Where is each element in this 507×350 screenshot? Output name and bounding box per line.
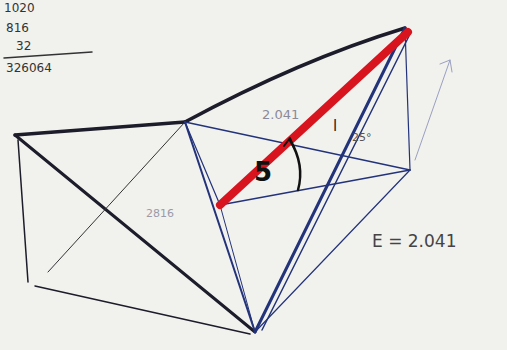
angle-arc bbox=[284, 138, 294, 148]
edge-line bbox=[15, 135, 255, 332]
edge-line bbox=[185, 122, 255, 332]
edge-line bbox=[48, 122, 185, 272]
sum-total: 326064 bbox=[6, 62, 52, 75]
sum-number: 1020 bbox=[4, 2, 35, 15]
edge-line bbox=[405, 28, 410, 170]
edge-line bbox=[185, 28, 405, 122]
edge-line bbox=[18, 140, 28, 282]
edge-line bbox=[35, 286, 250, 334]
edge-line bbox=[255, 170, 410, 332]
length-symbol: l bbox=[333, 118, 337, 135]
faint-arrow bbox=[415, 60, 450, 160]
angle-label: 5 bbox=[254, 158, 272, 187]
length-label: 2816 bbox=[146, 208, 174, 220]
faint-arrow bbox=[440, 60, 452, 72]
red-line bbox=[220, 32, 408, 205]
edge-line bbox=[255, 28, 405, 332]
length-label: 2.041 bbox=[262, 108, 299, 122]
edge-line bbox=[262, 34, 410, 330]
angle-label: 25° bbox=[352, 132, 372, 144]
angle-arc bbox=[290, 140, 300, 190]
edge-line bbox=[220, 205, 255, 332]
sum-number: 816 bbox=[6, 22, 29, 35]
edge-line bbox=[15, 122, 185, 135]
sum-number: 32 bbox=[16, 40, 31, 53]
edge-line bbox=[185, 122, 220, 205]
formula-label: E = 2.041 bbox=[372, 232, 456, 251]
